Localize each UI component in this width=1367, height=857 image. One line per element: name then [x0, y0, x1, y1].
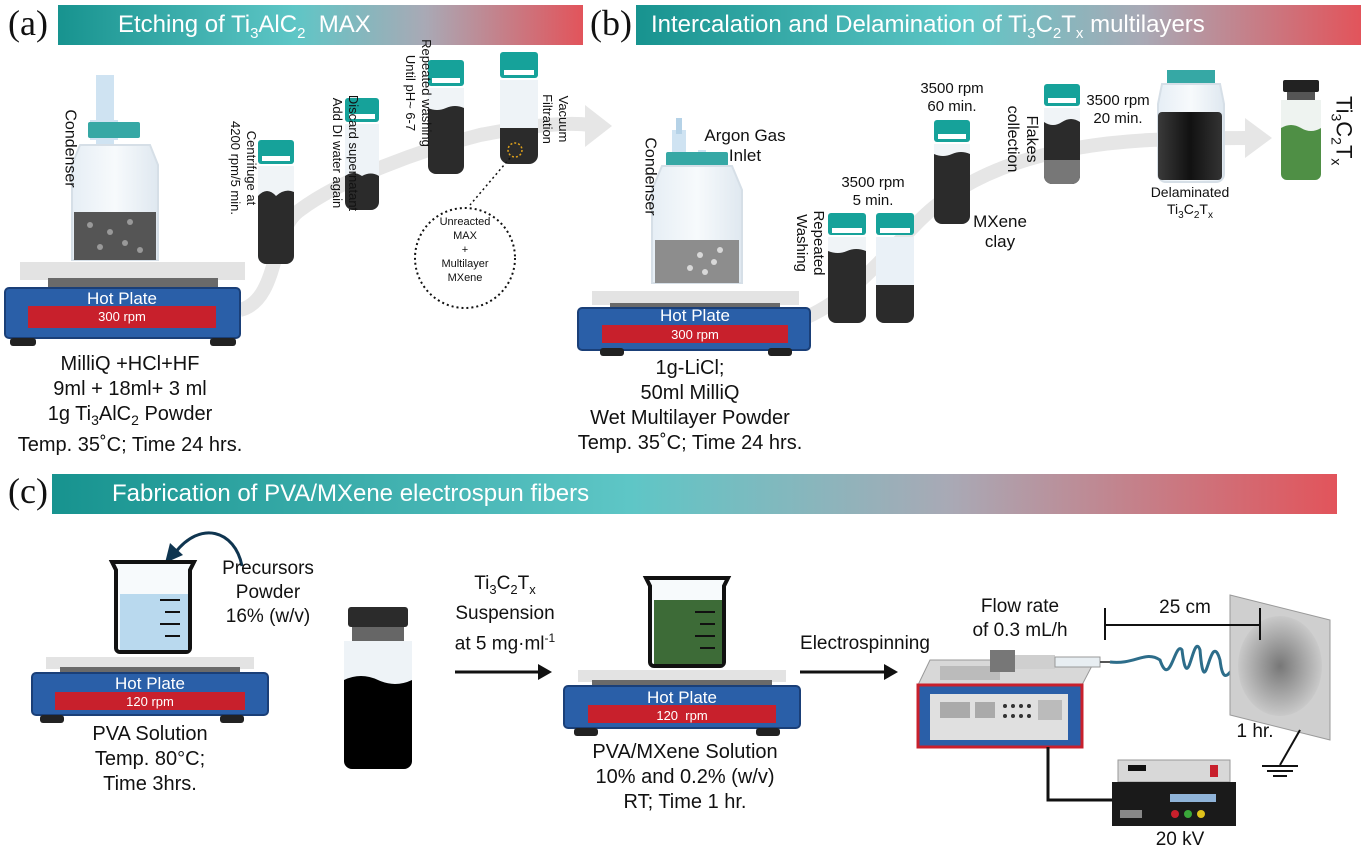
fiber-mat: [1238, 616, 1322, 716]
hotplate-a: [4, 262, 245, 346]
banner-a: Etching of Ti3AlC2 MAX: [58, 5, 583, 45]
vial-a4: [500, 52, 538, 164]
flask-b: [651, 118, 743, 284]
caption-b: 1g-LiCl; 50ml MilliQ Wet Multilayer Powd…: [577, 357, 803, 454]
vial-a1: [258, 140, 294, 264]
hotplate-b: [577, 291, 811, 356]
vial-b2: [876, 213, 914, 323]
banner-c-title: Fabrication of PVA/MXene electrospun fib…: [112, 480, 590, 507]
vial-a2: [345, 98, 379, 210]
hotplate-label-c1: Hot Plate: [115, 674, 185, 693]
beaker-c2: [642, 576, 732, 668]
bottle-b-delaminated: [1157, 70, 1225, 183]
high-voltage-supply: [1112, 759, 1236, 826]
vial-c-mxene: [344, 607, 412, 769]
rpm-label-c2: 120 rpm: [656, 708, 708, 723]
vial-b3: [934, 120, 970, 224]
fiber-jet: [1109, 645, 1256, 677]
curved-arrow: [173, 531, 244, 567]
vial-a3: [428, 60, 464, 174]
hotplate-c2: [563, 670, 801, 736]
hotplate-label-a: Hot Plate: [87, 289, 157, 308]
flow-arrow-b-head: [1245, 118, 1272, 158]
condenser-label-b: Condenser: [641, 137, 659, 216]
vial-b-final: [1281, 80, 1321, 180]
rpm-label-c1: 120 rpm: [126, 694, 174, 709]
panel-letter-b: (b): [590, 3, 632, 43]
time-label: 1 hr.: [1236, 721, 1274, 742]
panel-letter-a: (a): [8, 3, 48, 43]
caption-a: MilliQ +HCl+HF 9ml + 18ml+ 3 ml 1g Ti3Al…: [17, 353, 243, 456]
zoom-dotted-line: [469, 157, 511, 206]
beaker-c1: [108, 560, 198, 654]
hv-wire: [1046, 747, 1112, 802]
flow-arrow-a-head: [585, 105, 612, 147]
final-product-label: Ti3C2Tx: [1328, 95, 1357, 166]
panel-letter-c: (c): [8, 471, 48, 511]
zoom-circle: [414, 207, 516, 309]
vial-b4: [1044, 84, 1080, 184]
banner-b: Intercalation and Delamination of Ti3C2T…: [636, 5, 1361, 45]
distance-label: 25 cm: [1159, 597, 1211, 618]
suspension-label: Ti3C2Tx Suspension at 5 mg·ml-1: [454, 573, 556, 655]
delaminated-label: Delaminated Ti3C2Tx: [1150, 184, 1230, 221]
condenser-label-a: Condenser: [61, 109, 79, 188]
vial-b1: [828, 213, 866, 323]
curved-arrow-head: [165, 543, 183, 563]
banner-a-title: Etching of Ti3AlC2 MAX: [118, 11, 371, 42]
syringe-pump: [916, 650, 1110, 749]
banner-b-title: Intercalation and Delamination of Ti3C2T…: [651, 11, 1205, 42]
rpm-label-a: 300 rpm: [98, 309, 146, 324]
voltage-label: 20 kV: [1155, 829, 1205, 850]
flask-a: [71, 75, 159, 261]
hotplate-c1: [31, 657, 269, 723]
banner-c: Fabrication of PVA/MXene electrospun fib…: [52, 474, 1337, 514]
rpm-label-b: 300 rpm: [671, 327, 719, 342]
electrospinning-label: Electrospinning: [800, 633, 930, 654]
hotplate-label-b: Hot Plate: [660, 306, 730, 325]
hotplate-label-c2: Hot Plate: [647, 688, 717, 707]
